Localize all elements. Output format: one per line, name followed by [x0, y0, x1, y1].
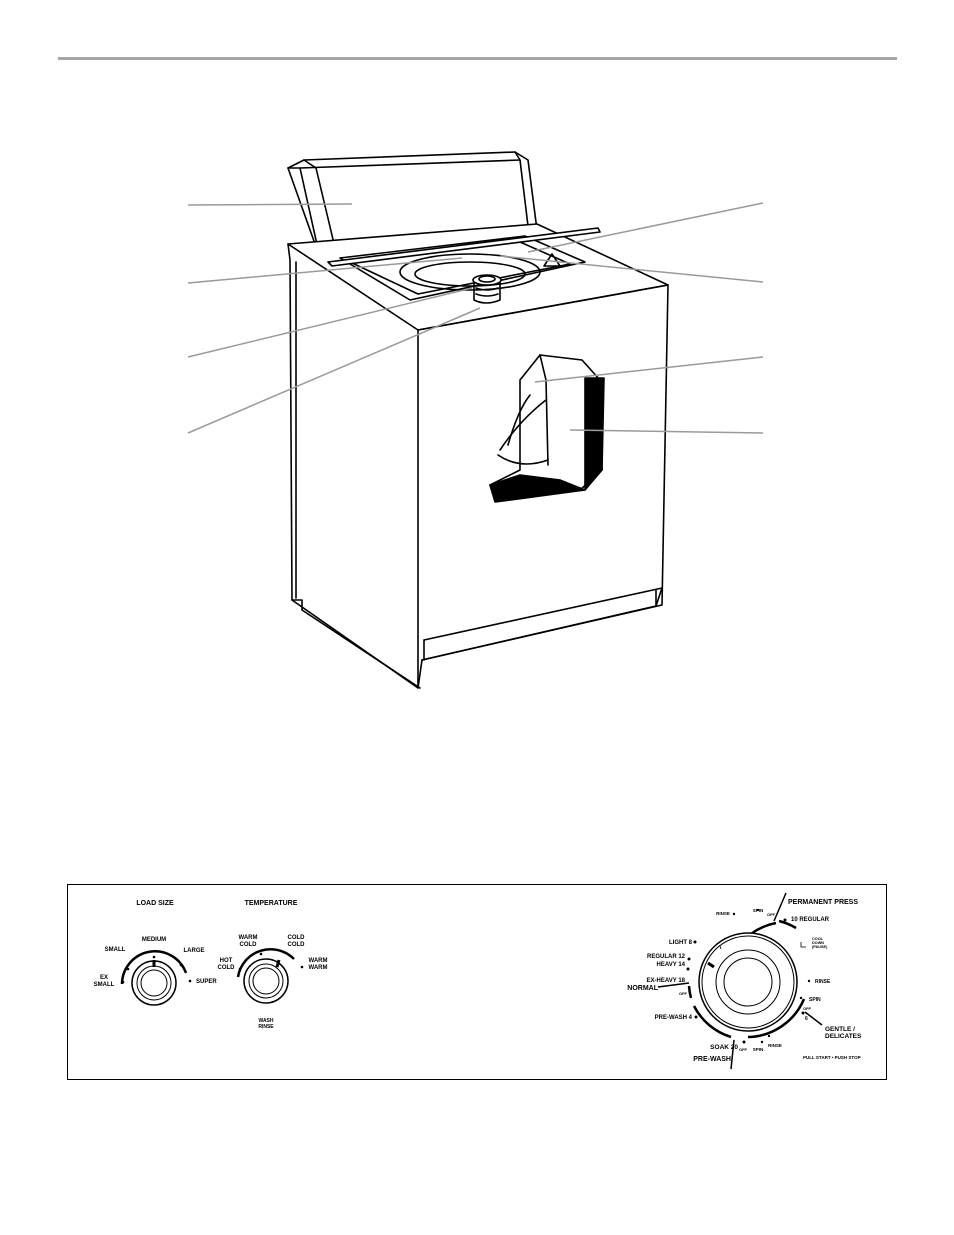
normal-rinse-marker: RINSE: [716, 911, 730, 916]
cycle-section: PERMANENT PRESS 10 REGULAR SPIN OFF RINS…: [627, 892, 862, 1070]
prewash-off-marker: OFF: [739, 1047, 748, 1052]
pp-spin-marker: SPIN: [753, 908, 764, 913]
normal-light-8: LIGHT 8: [669, 940, 693, 946]
normal-ex-heavy-18: EX-HEAVY 18: [647, 978, 686, 984]
pp-10-regular: 10 REGULAR: [791, 917, 830, 923]
pp-off-marker: OFF: [767, 912, 776, 917]
temp-cold-cold-line2: COLD: [288, 942, 306, 948]
washer-illustration: [187, 151, 764, 689]
normal-heavy-14: HEAVY 14: [657, 962, 686, 968]
pp-spin: SPIN: [809, 997, 821, 1003]
load-ex-small-line2: SMALL: [94, 982, 115, 988]
cycle-gentle-line1: GENTLE /: [825, 1026, 855, 1033]
gentle-off-marker: OFF: [803, 1006, 812, 1011]
cycle-normal: NORMAL: [627, 985, 658, 992]
pp-cool-down-line3: (PAUSE): [812, 945, 828, 949]
temperature-section: TEMPERATURE HOT COLD WARM COLD COLD COLD…: [218, 900, 328, 1030]
prewash-soak-20: SOAK 20: [710, 1044, 738, 1051]
gentle-6: 6: [805, 1016, 808, 1022]
temp-warm-cold-line1: WARM: [239, 935, 258, 941]
wash-rinse-line2: RINSE: [258, 1024, 274, 1030]
pp-rinse: RINSE: [815, 979, 831, 985]
load-super: SUPER: [196, 979, 217, 985]
normal-off-marker: OFF: [679, 991, 688, 996]
load-medium: MEDIUM: [142, 937, 166, 943]
load-small: SMALL: [105, 947, 126, 953]
pull-start-instruction: PULL START • PUSH STOP: [803, 1055, 861, 1060]
pp-cool-down-line2: DOWN: [812, 941, 824, 945]
top-rule: [58, 57, 897, 60]
temp-cold-cold-line1: COLD: [288, 935, 306, 941]
load-ex-small-line1: EX: [100, 975, 108, 981]
prewash-rinse-marker: RINSE: [768, 1043, 782, 1048]
temperature-heading: TEMPERATURE: [245, 900, 298, 907]
prewash-spin-marker: SPIN: [753, 1047, 764, 1052]
temp-warm-warm-line1: WARM: [309, 958, 328, 964]
wash-rinse-line1: WASH: [259, 1018, 274, 1024]
normal-regular-12: REGULAR 12: [647, 954, 686, 960]
cycle-permanent-press: PERMANENT PRESS: [788, 899, 858, 906]
load-size-knob[interactable]: [131, 960, 177, 1006]
temp-hot-cold-line1: HOT: [220, 958, 233, 964]
temp-warm-cold-line2: COLD: [240, 942, 258, 948]
control-panel: LOAD SIZE EX SMALL SMALL MEDIUM LARGE SU…: [67, 884, 887, 1080]
load-large: LARGE: [184, 948, 205, 954]
pp-cool-down-line1: COOL: [812, 937, 824, 941]
temp-warm-warm-line2: WARM: [309, 965, 328, 971]
cycle-gentle-line2: DELICATES: [825, 1033, 862, 1040]
prewash-4: PRE-WASH 4: [655, 1015, 693, 1021]
temp-hot-cold-line2: COLD: [218, 965, 236, 971]
cycle-pre-wash: PRE-WASH: [693, 1056, 731, 1063]
cycle-knob[interactable]: [698, 932, 798, 1032]
load-size-heading: LOAD SIZE: [136, 900, 174, 907]
load-size-section: LOAD SIZE EX SMALL SMALL MEDIUM LARGE SU…: [94, 900, 217, 1006]
temperature-knob[interactable]: [243, 958, 289, 1004]
